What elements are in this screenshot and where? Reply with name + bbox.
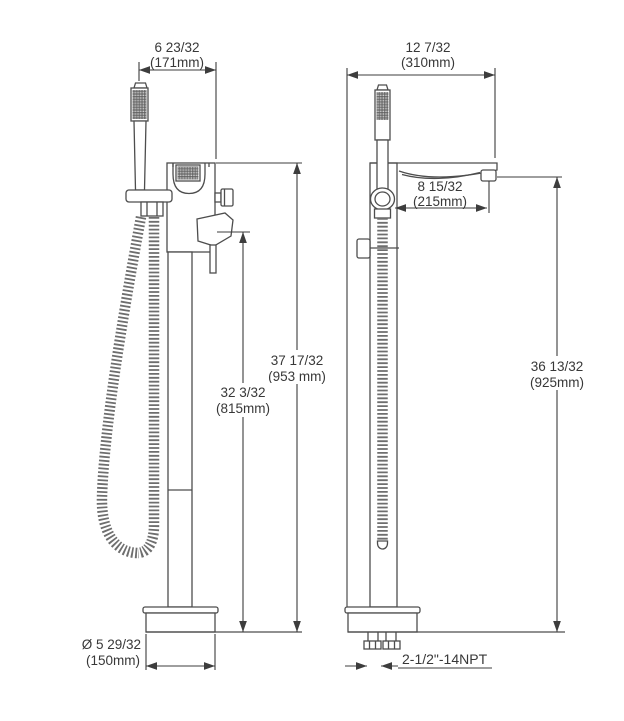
inlet-nut-2	[382, 640, 401, 650]
spout-height-dimension: 36 13/32 (925mm)	[497, 176, 594, 633]
label-backing	[208, 383, 278, 417]
mixer-lever-side	[356, 238, 371, 259]
hand-shower-cap	[376, 84, 389, 91]
depth-mm: (310mm)	[401, 55, 455, 70]
label-backing	[260, 350, 334, 384]
front-handle-height-dimension: 32 3/32 (815mm)	[208, 231, 278, 633]
inlet-nut-1-facets	[368, 641, 377, 649]
inlet-connections: 2-1/2"-14NPT	[345, 632, 492, 670]
front-width-inches: 6 23/32	[154, 40, 199, 55]
depth-inches: 12 7/32	[405, 40, 450, 55]
hose-return-strand	[137, 217, 160, 559]
extension-lines	[145, 634, 216, 670]
column	[167, 251, 193, 608]
mixer-lever-front	[196, 212, 234, 274]
faucet-body-front	[166, 162, 234, 274]
front-width-dimension: 6 23/32 (171mm)	[138, 40, 217, 159]
handle-height-mm: (815mm)	[216, 401, 270, 416]
side-view: 12 7/32 (310mm)	[344, 40, 594, 670]
spout-reach-dimension: 8 15/32 (215mm)	[395, 179, 490, 213]
label-backing	[520, 356, 594, 390]
total-height-mm: (953 mm)	[268, 369, 326, 384]
base-flange	[344, 606, 421, 614]
base-side	[344, 606, 565, 633]
diverter-stem	[214, 192, 222, 203]
hand-shower-handle	[376, 139, 389, 193]
base-cylinder	[347, 612, 418, 633]
total-height-inches: 37 17/32	[271, 353, 324, 368]
riser-column-side	[356, 162, 399, 608]
base-flange	[142, 606, 219, 614]
head-texture	[376, 92, 389, 120]
handle-height-inches: 32 3/32	[220, 385, 265, 400]
spout-underside-inner-line	[401, 171, 481, 180]
inlet-thread-label: 2-1/2"-14NPT	[402, 651, 488, 667]
hose-nut	[373, 208, 392, 219]
base-cylinder	[145, 612, 216, 633]
holder-nut	[140, 201, 164, 217]
inlet-nut-1	[363, 640, 382, 650]
side-depth-dimension: 12 7/32 (310mm)	[346, 40, 496, 607]
hose-end-cap	[376, 540, 389, 550]
front-total-height-dimension: 37 17/32 (953 mm)	[216, 162, 334, 633]
holder-ring-inner	[374, 191, 391, 207]
front-view: 6 23/32 (171mm)	[82, 40, 334, 670]
spray-face-texture	[132, 90, 147, 119]
holder-ring	[369, 187, 396, 211]
holder-arm	[125, 189, 173, 203]
inlet-nut-2-facets	[387, 641, 396, 649]
holder-nut-facets	[146, 202, 158, 216]
spout-reach-mm: (215mm)	[413, 194, 467, 209]
inlet-pipes	[367, 632, 397, 641]
base-diameter-inches: Ø 5 29/32	[82, 637, 141, 652]
hand-shower-cap	[133, 82, 148, 89]
spout-side	[370, 162, 498, 182]
shower-holder-front	[125, 189, 173, 217]
diverter-cap	[220, 188, 234, 207]
spout-arch	[172, 163, 206, 195]
lever-pivot	[196, 212, 234, 247]
spout-height-inches: 36 13/32	[531, 359, 584, 374]
shower-hose-front	[96, 216, 160, 559]
hand-shower-handle	[133, 120, 147, 191]
shower-hose-side	[376, 218, 389, 550]
base-diameter-mm: (150mm)	[86, 653, 140, 668]
spout-reach-inches: 8 15/32	[417, 179, 462, 194]
base-front	[142, 606, 302, 633]
front-width-mm: (171mm)	[150, 55, 204, 70]
hand-shower-front	[130, 82, 149, 191]
hand-shower-side	[369, 84, 396, 219]
diverter-knob	[214, 188, 234, 207]
lever-blade	[209, 244, 217, 274]
extension-lines	[346, 68, 496, 607]
base-diameter-dimension: Ø 5 29/32 (150mm)	[82, 634, 216, 670]
riser-column-front	[167, 251, 193, 608]
spout-tip	[480, 169, 497, 182]
column	[369, 162, 398, 608]
extension-lines	[138, 62, 217, 159]
spout-outline	[370, 162, 498, 178]
spout-height-mm: (925mm)	[530, 375, 584, 390]
hose-loop-strand	[96, 216, 147, 559]
waterfall-outlet-texture	[177, 166, 199, 180]
